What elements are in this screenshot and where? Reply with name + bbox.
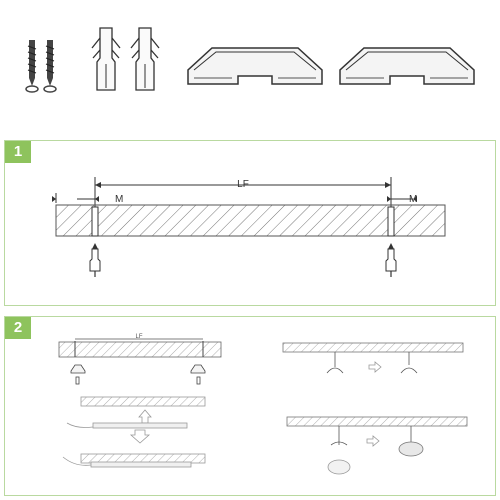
screw-icon	[25, 40, 39, 93]
step-2-panel: 2 LF	[4, 316, 496, 496]
step-1-diagram: LF M M	[52, 177, 446, 277]
mounting-clip-icon	[339, 47, 475, 85]
step-1-badge: 1	[5, 141, 31, 163]
wall-plug-icon	[89, 243, 101, 277]
step-1-panel: 1 LF M M	[4, 140, 496, 306]
mounting-clip-icon	[190, 364, 206, 385]
wall-plug-icon	[91, 27, 121, 91]
margin-label-right: M	[409, 194, 417, 205]
mounting-clip-icon	[70, 364, 86, 385]
lf-dimension-label: LF	[237, 179, 249, 190]
margin-label-left: M	[115, 194, 123, 205]
step-2-badge: 2	[5, 317, 31, 339]
step-2-diagram: LF	[58, 334, 468, 475]
pendant-lamp-icon	[327, 459, 351, 475]
wall-plug-icon	[385, 243, 397, 277]
pendant-lamp-icon	[398, 441, 424, 457]
wall-plug-icon	[130, 27, 160, 91]
screw-icon	[43, 40, 57, 93]
parts-row	[25, 27, 475, 93]
lf-dimension-label-small: LF	[135, 334, 142, 340]
ceiling-cross-section	[55, 204, 446, 237]
mounting-clip-icon	[187, 47, 323, 85]
